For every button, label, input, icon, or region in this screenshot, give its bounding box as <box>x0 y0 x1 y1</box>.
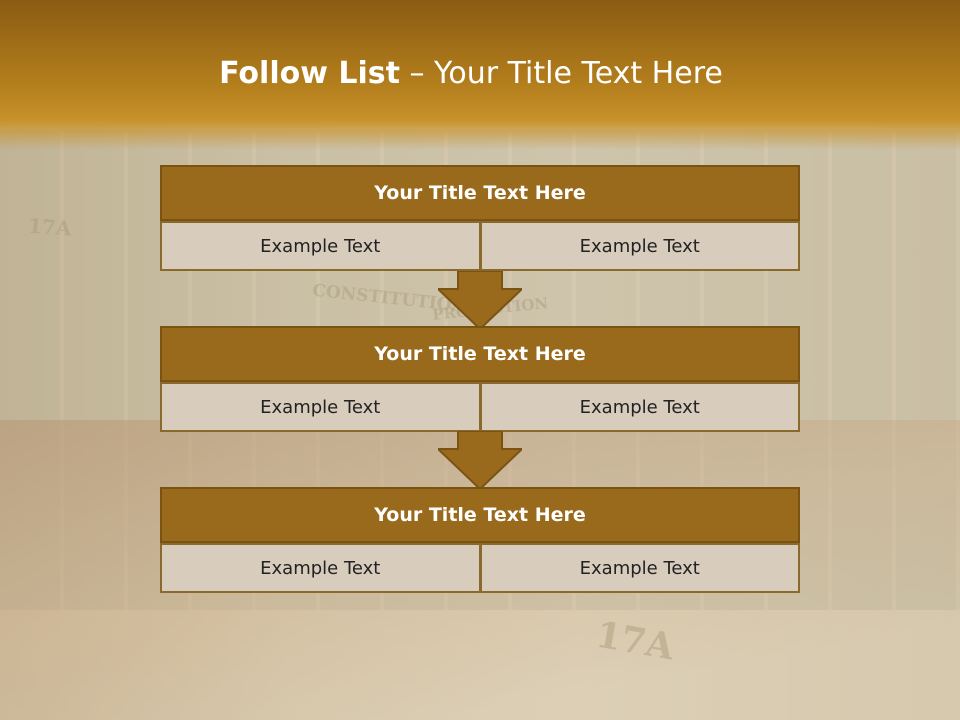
down-arrow-icon <box>438 431 522 489</box>
follow-list-block-3: Your Title Text Here Example Text Exampl… <box>160 487 800 593</box>
block-heading: Your Title Text Here <box>160 165 800 221</box>
block-cell-right: Example Text <box>480 382 800 432</box>
slide-title-bold: Follow List <box>219 56 400 91</box>
follow-list-block-1: Your Title Text Here Example Text Exampl… <box>160 165 800 271</box>
block-cell-left: Example Text <box>160 543 481 593</box>
header-band <box>0 0 960 150</box>
block-cell-left: Example Text <box>160 382 481 432</box>
block-row: Example Text Example Text <box>160 221 800 271</box>
slide-title: Follow List – Your Title Text Here <box>0 56 942 91</box>
block-row: Example Text Example Text <box>160 543 800 593</box>
down-arrow-icon <box>438 271 522 329</box>
block-cell-right: Example Text <box>480 543 800 593</box>
block-cell-left: Example Text <box>160 221 481 271</box>
block-heading: Your Title Text Here <box>160 326 800 382</box>
block-row: Example Text Example Text <box>160 382 800 432</box>
block-heading: Your Title Text Here <box>160 487 800 543</box>
slide-title-rest: – Your Title Text Here <box>399 56 723 91</box>
follow-list-block-2: Your Title Text Here Example Text Exampl… <box>160 326 800 432</box>
block-cell-right: Example Text <box>480 221 800 271</box>
